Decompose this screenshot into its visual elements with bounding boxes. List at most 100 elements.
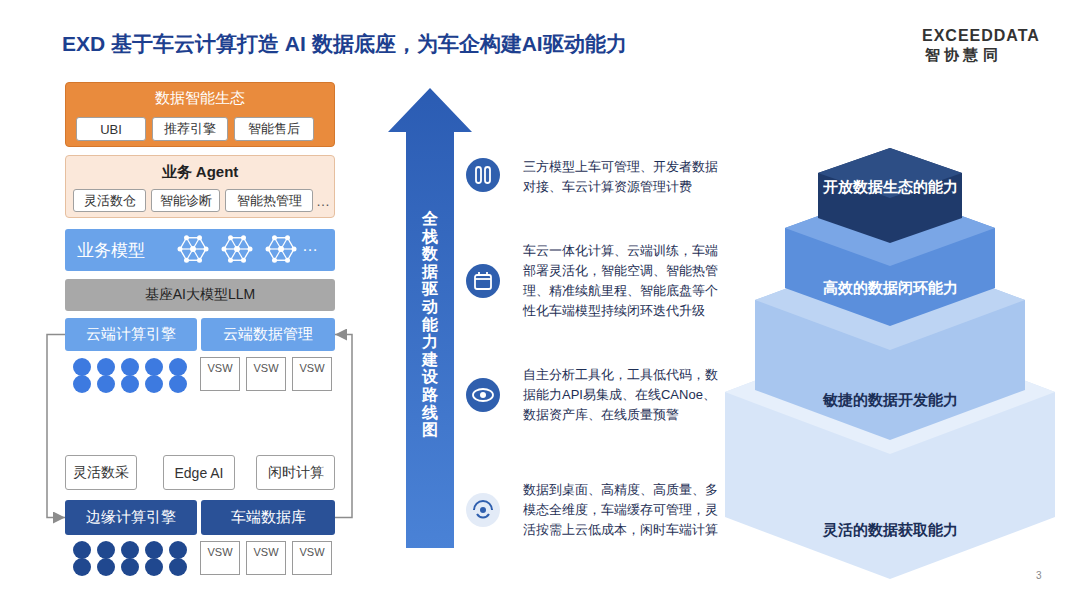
data-dot [73, 375, 91, 393]
node-label: VSW [207, 362, 232, 374]
node-label: 云端数据管理 [223, 325, 313, 344]
cloud-box: 云端数据管理 [201, 318, 335, 351]
icon-glyph [474, 501, 492, 517]
net-dot [228, 258, 233, 263]
node-label: 边缘计算引擎 [86, 508, 176, 527]
data-dot [169, 541, 187, 559]
feature-box: 灵活数仓 [73, 189, 146, 212]
logo-text: 智 协 慧 同 [925, 46, 998, 64]
node-label: Edge AI [174, 465, 223, 481]
net-dot [197, 235, 202, 240]
net-dot [197, 258, 202, 263]
model-band: 业务模型 [65, 229, 335, 271]
data-dot [169, 358, 187, 376]
data-dot [145, 358, 163, 376]
layer-shape [818, 148, 962, 243]
net-dot [241, 258, 246, 263]
net-dot [266, 247, 271, 252]
icon-glyph [480, 392, 486, 398]
data-dot [73, 541, 91, 559]
roadmap-arrow: 全栈数据驱动能力建设路线图 [388, 88, 472, 548]
net-dot [190, 246, 196, 252]
node-label: 基座AI大模型LLM [145, 286, 255, 304]
loop-connector [47, 335, 65, 518]
vsw-box: VSW [246, 541, 286, 575]
node-label: 灵活的数据获取能力 [823, 521, 958, 540]
data-dot [121, 558, 139, 576]
ellipsis: … [302, 236, 318, 255]
vsw-box: VSW [200, 541, 240, 575]
node-label: 开放数据生态的能力 [823, 178, 958, 197]
node-label: 高效的数据闭环能力 [823, 279, 958, 298]
feature-box: 智能诊断 [151, 189, 220, 212]
net-dot [184, 235, 189, 240]
edge-box: 边缘计算引擎 [65, 500, 197, 535]
network-icon [222, 235, 253, 263]
ecosystem-panel: 数据智能生态 UBI 推荐引擎 智能售后 [65, 82, 335, 147]
agent-panel: 业务 Agent 灵活数仓 智能诊断 智能热管理 [65, 155, 335, 218]
data-dot [169, 375, 187, 393]
page-number: 3 [1036, 570, 1042, 582]
net-dot [234, 246, 240, 252]
node-label: 推荐引擎 [164, 120, 216, 138]
roadmap-note: 三方模型上车可管理、开发者数据对接、车云计算资源管理计费 [523, 157, 718, 197]
roadmap-note: 自主分析工具化，工具低代码，数据能力API易集成、在线CANoe、数据资产库、在… [523, 365, 718, 425]
feature-box: 闲时计算 [256, 455, 335, 490]
node-label: VSW [299, 546, 324, 558]
roadmap-icon [466, 158, 500, 192]
loop-connector [335, 335, 352, 518]
data-dot [97, 558, 115, 576]
node-label: VSW [207, 546, 232, 558]
icon-glyph [475, 275, 491, 289]
node-label: 智能热管理 [237, 192, 302, 210]
layer-top [818, 148, 962, 198]
edge-box: 车端数据库 [201, 500, 335, 535]
data-dot [121, 375, 139, 393]
pyramid-layer: 开放数据生态的能力 [818, 148, 962, 243]
cloud-box: 云端计算引擎 [65, 318, 197, 351]
net-dot [285, 258, 290, 263]
layer-top [785, 190, 995, 266]
icon-glyph [478, 272, 480, 276]
arrow-body [388, 88, 472, 548]
feature-box: UBI [76, 117, 146, 141]
icon-glyph [480, 507, 486, 513]
icon-circle [466, 493, 500, 527]
node-label: VSW [253, 362, 278, 374]
layer-body [725, 330, 1055, 579]
node-label: 智能诊断 [160, 192, 212, 210]
icon-circle [466, 158, 500, 192]
net-dot [285, 235, 290, 240]
net-dot [272, 235, 277, 240]
net-dot [222, 247, 227, 252]
slide-title: EXD 基于车云计算打造 AI 数据底座，为车企构建AI驱动能力 [62, 30, 627, 58]
feature-box: 智能售后 [234, 117, 314, 141]
roadmap-icon [466, 264, 500, 298]
icon-glyph [485, 167, 490, 183]
layer-top [755, 250, 1025, 350]
node-label: VSW [253, 546, 278, 558]
roadmap-icon [466, 378, 500, 412]
data-dot [121, 541, 139, 559]
data-dot [97, 541, 115, 559]
node-label: VSW [299, 362, 324, 374]
node-label: 灵活数仓 [84, 192, 136, 210]
node-label: 数据智能生态 [155, 89, 245, 108]
data-dot [169, 558, 187, 576]
feature-box: 推荐引擎 [152, 117, 228, 141]
net-dot [272, 258, 277, 263]
node-label: UBI [100, 122, 122, 137]
node-label: 车端数据库 [231, 508, 306, 527]
net-dot [228, 235, 233, 240]
icon-glyph [476, 167, 481, 183]
feature-box: 智能热管理 [225, 189, 313, 212]
icon-glyph [486, 272, 488, 276]
node-label: 业务 Agent [162, 163, 239, 182]
node-label: 智能售后 [248, 120, 300, 138]
data-dot [121, 358, 139, 376]
data-dot [73, 558, 91, 576]
node-label: 云端计算引擎 [86, 325, 176, 344]
data-dot [97, 358, 115, 376]
icon-glyph [473, 389, 493, 401]
network-icon [178, 235, 209, 263]
